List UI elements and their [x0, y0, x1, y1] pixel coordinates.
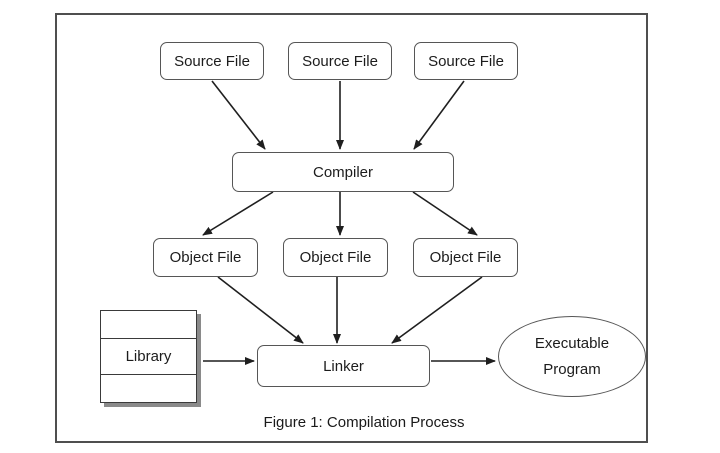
node-object-file-1-label: Object File [169, 249, 242, 266]
node-compiler-label: Compiler [312, 163, 373, 181]
node-object-file-3-label: Object File [429, 249, 502, 266]
arrow-compiler-to-object1 [202, 191, 274, 236]
node-executable-program: Executable Program [498, 316, 646, 397]
arrow-source3-to-compiler [413, 80, 465, 150]
node-object-file-3: Object File [413, 238, 518, 277]
node-linker-label: Linker [323, 357, 364, 375]
node-source-file-3: Source File [414, 42, 518, 80]
node-source-file-3-label: Source File [428, 52, 504, 70]
library-bottom-compartment [101, 375, 196, 402]
node-compiler: Compiler [232, 152, 454, 192]
arrow-compiler-to-object3 [412, 191, 478, 236]
node-executable-line2: Program [543, 360, 601, 378]
node-source-file-2: Source File [288, 42, 392, 80]
node-executable-line1: Executable [534, 334, 610, 352]
node-source-file-1-label: Source File [174, 52, 250, 70]
node-source-file-1: Source File [160, 42, 264, 80]
node-library: Library [100, 310, 197, 403]
figure-caption: Figure 1: Compilation Process [263, 414, 465, 431]
node-source-file-2-label: Source File [302, 52, 378, 70]
node-linker: Linker [257, 345, 430, 387]
node-library-label: Library [125, 348, 172, 365]
arrow-source1-to-compiler [211, 80, 266, 150]
arrow-object1-to-linker [217, 276, 304, 344]
library-top-compartment [101, 311, 196, 338]
node-object-file-2-label: Object File [299, 249, 372, 266]
library-label-compartment: Library [101, 338, 196, 375]
arrow-object3-to-linker [391, 276, 483, 344]
node-object-file-2: Object File [283, 238, 388, 277]
node-object-file-1: Object File [153, 238, 258, 277]
